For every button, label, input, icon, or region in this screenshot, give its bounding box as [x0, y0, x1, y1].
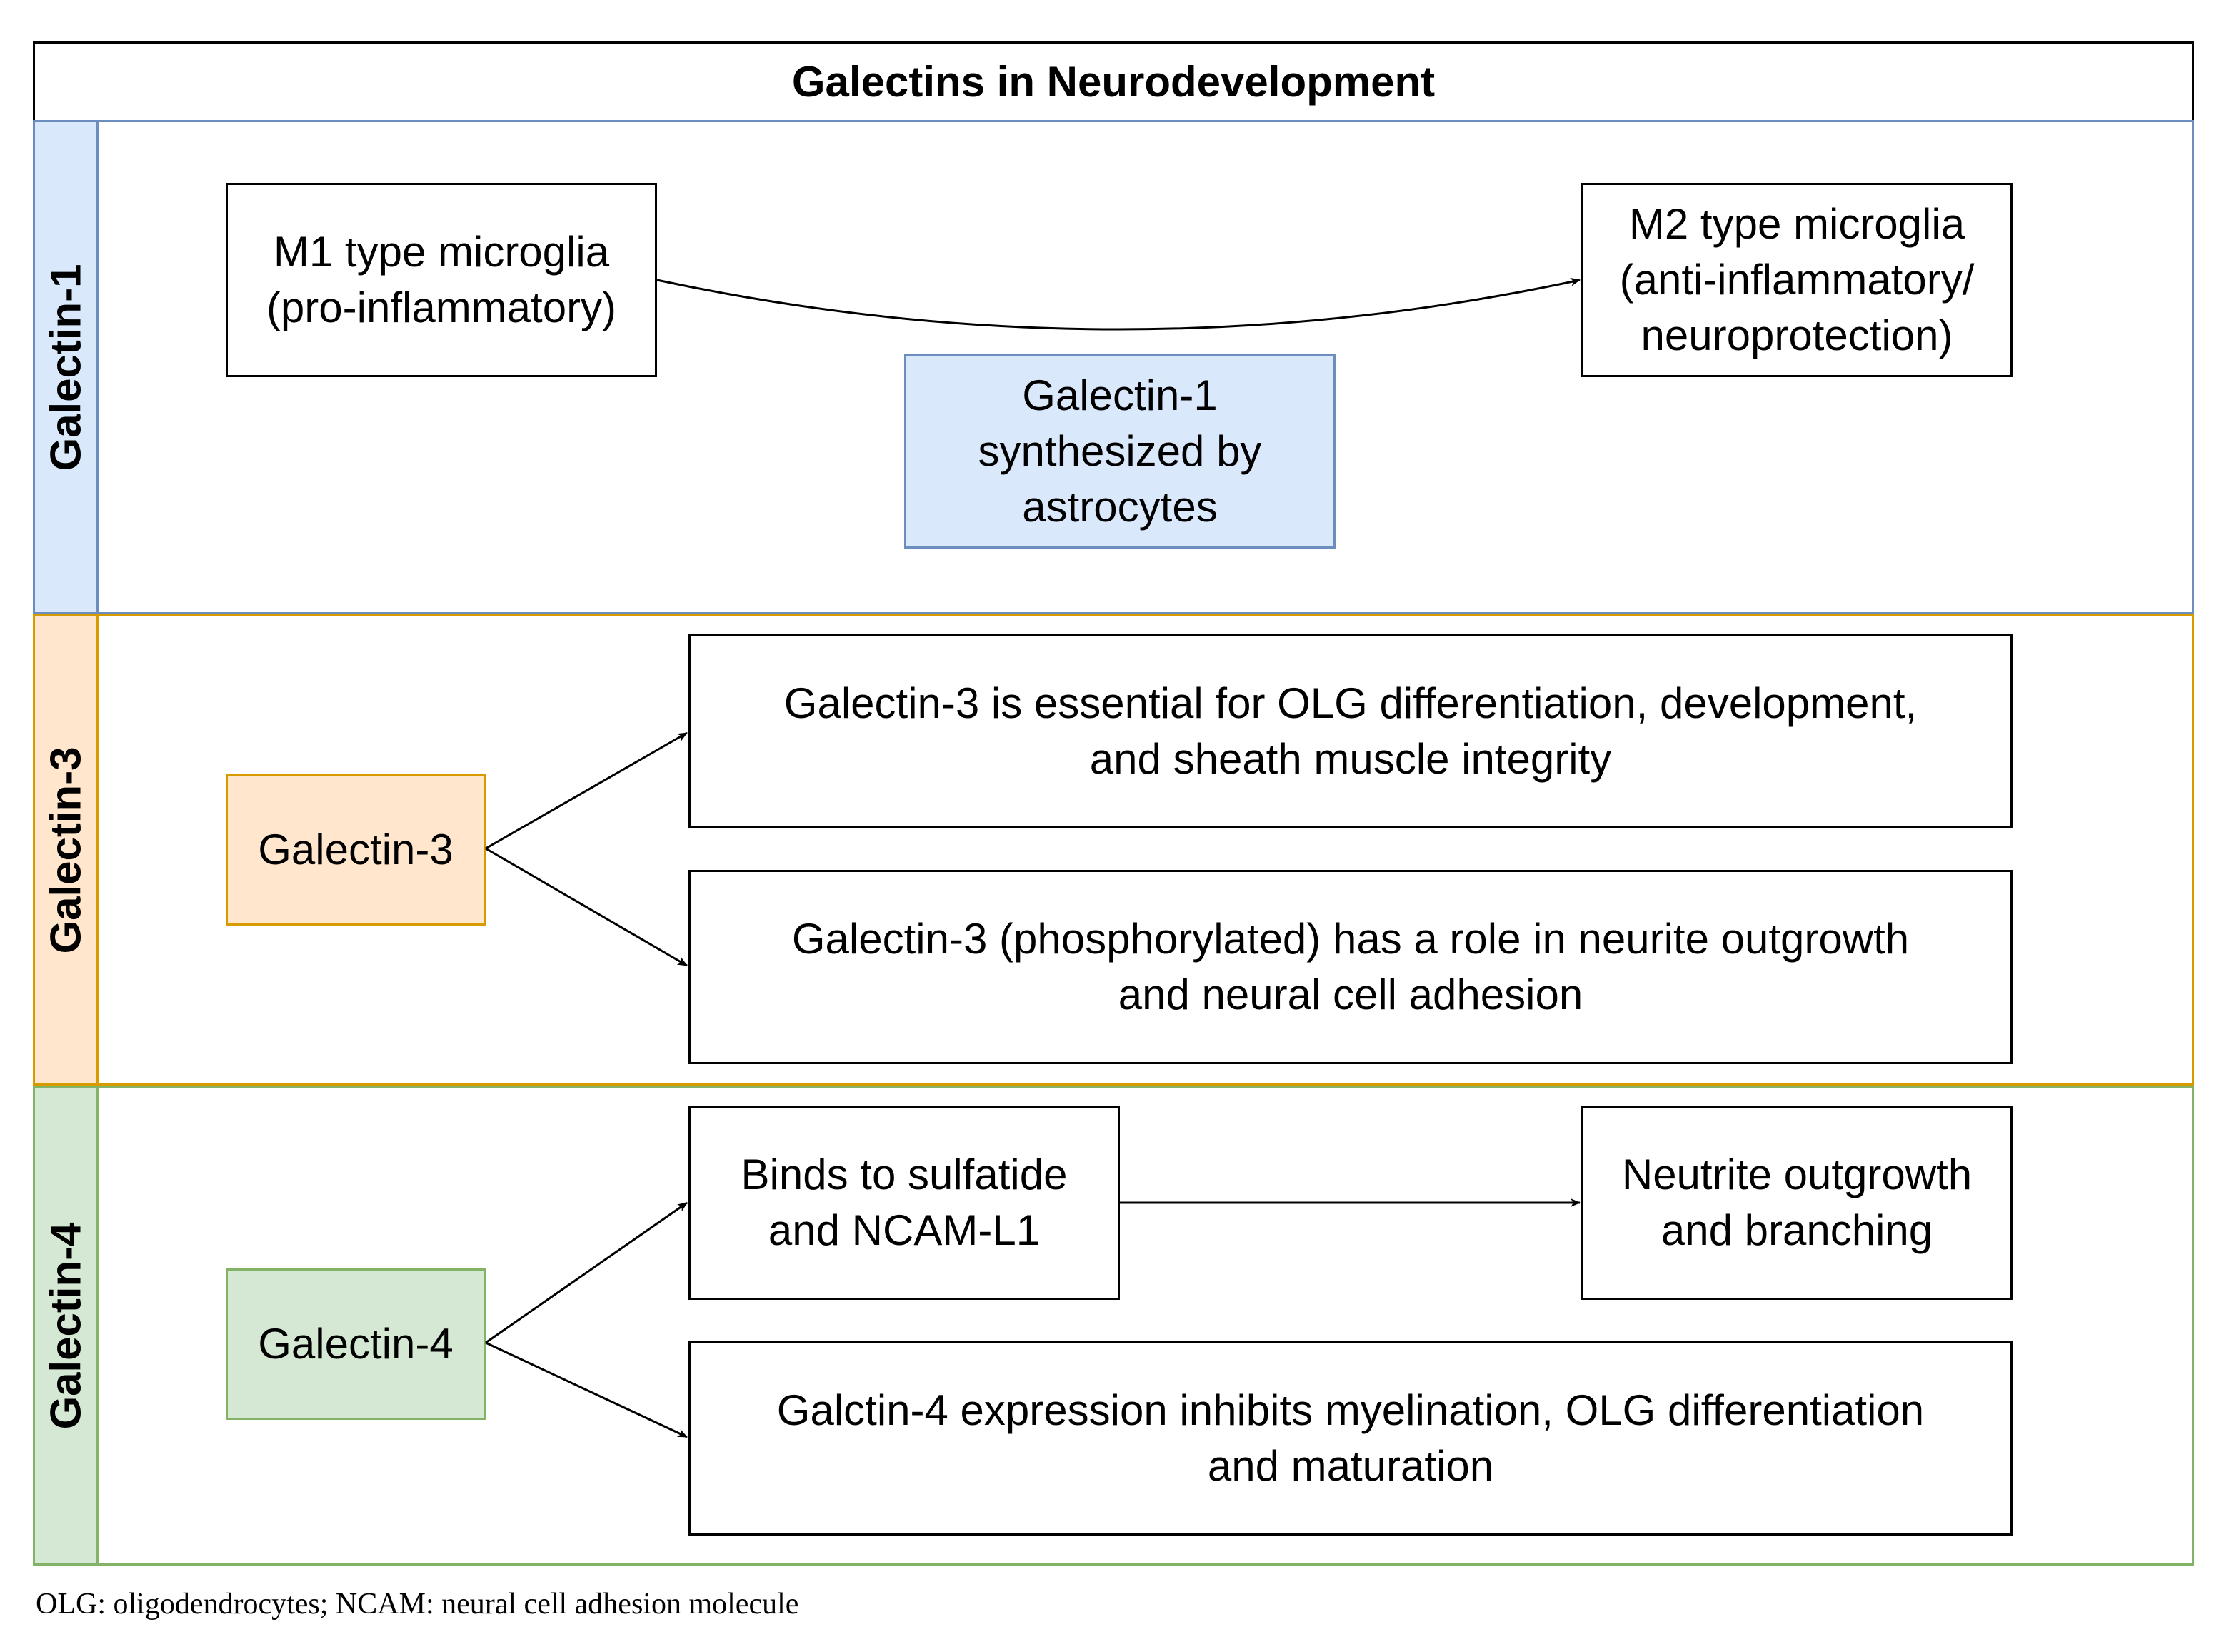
- galectin-4-outgrowth-box: Neutrite outgrowth and branching: [1581, 1106, 2013, 1300]
- lane-galectin-1-header: Galectin-1: [33, 120, 99, 614]
- galectin-3-olg-box: Galectin-3 is essential for OLG differen…: [688, 634, 2013, 828]
- m1-microglia-box: M1 type microglia (pro-inflammatory): [226, 183, 657, 377]
- lane-galectin-3-label: Galectin-3: [41, 746, 90, 954]
- galectin-4-binds-box: Binds to sulfatide and NCAM-L1: [688, 1106, 1120, 1300]
- footnote: OLG: oligodendrocytes; NCAM: neural cell…: [36, 1588, 799, 1621]
- lane-galectin-4-header: Galectin-4: [33, 1086, 99, 1566]
- m2-microglia-box: M2 type microglia (anti-inflammatory/ ne…: [1581, 183, 2013, 377]
- galectin-3-source-box: Galectin-3: [226, 774, 486, 926]
- lane-galectin-1-label: Galectin-1: [41, 263, 90, 471]
- galectin-3-phospho-box: Galectin-3 (phosphorylated) has a role i…: [688, 870, 2013, 1064]
- galectin-4-inhibits-box: Galctin-4 expression inhibits myelinatio…: [688, 1341, 2013, 1536]
- lane-galectin-3-header: Galectin-3: [33, 614, 99, 1086]
- diagram-title: Galectins in Neurodevelopment: [33, 41, 2194, 120]
- lane-galectin-4-label: Galectin-4: [41, 1221, 90, 1430]
- galectin-4-source-box: Galectin-4: [226, 1268, 486, 1420]
- galectin-1-source-box: Galectin-1 synthesized by astrocytes: [904, 354, 1336, 549]
